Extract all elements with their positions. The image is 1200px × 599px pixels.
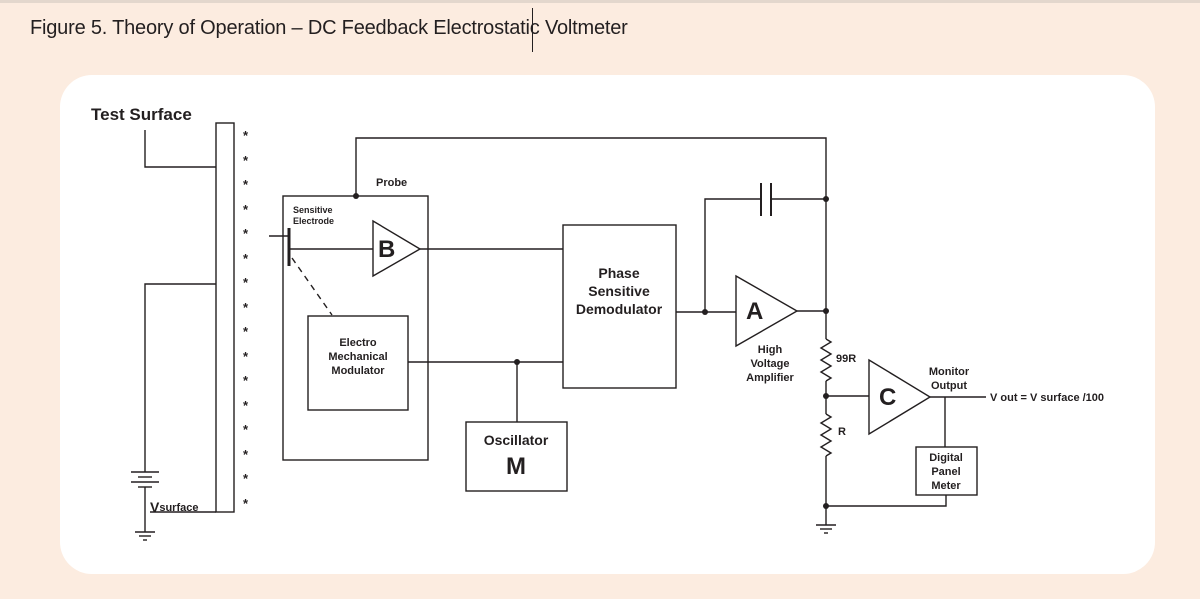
test-surface-leader (144, 130, 216, 168)
battery-icon (131, 471, 159, 488)
hv-amplifier-label-2: Voltage (751, 358, 790, 370)
charge-marker: * (243, 202, 249, 217)
resistor-99r-label: 99R (836, 353, 856, 365)
charge-marker: * (243, 128, 249, 143)
sensitive-electrode-label-2: Electrode (293, 216, 334, 226)
charge-marker: * (243, 398, 249, 413)
demodulator-label-1: Phase (598, 265, 639, 281)
panel-meter-label-3: Meter (931, 480, 961, 492)
monitor-output-label-1: Monitor (929, 366, 970, 378)
charge-marker: * (243, 496, 249, 511)
amplifier-b-label: B (378, 236, 395, 263)
capacitor-icon (760, 183, 772, 216)
resistor-r-label: R (838, 426, 846, 438)
amplifier-c-label: C (879, 384, 896, 411)
charge-marker: * (243, 300, 249, 315)
vout-label: V out = V surface /100 (990, 392, 1104, 404)
resistor-r (819, 413, 833, 457)
hv-amplifier-label-3: Amplifier (746, 372, 794, 384)
figure-title: Figure 5. Theory of Operation – DC Feedb… (30, 17, 628, 39)
charge-marker: * (243, 324, 249, 339)
amplifier-b (372, 219, 422, 278)
sensitive-electrode-label: Sensitive (293, 205, 333, 215)
amplifier-c (868, 358, 932, 436)
top-border (0, 0, 1200, 3)
test-surface-label: Test Surface (91, 105, 192, 124)
charge-marker: * (243, 373, 249, 388)
charge-marker: * (243, 226, 249, 241)
amplifier-a (735, 274, 799, 348)
demodulator-box (562, 224, 677, 389)
monitor-output-label-2: Output (931, 380, 967, 392)
charge-marker: * (243, 177, 249, 192)
test-surface-plate (215, 122, 235, 513)
amplifier-a-label: A (746, 298, 763, 325)
oscillator-label: Oscillator (484, 432, 549, 448)
charge-marker: * (243, 153, 249, 168)
charge-marker: * (243, 251, 249, 266)
junction-dot (353, 193, 359, 199)
feedback-wire (355, 137, 827, 339)
ground-icon-left (135, 531, 155, 541)
modulator-link (291, 257, 333, 316)
ground-icon-right (816, 524, 836, 534)
oscillator-letter: M (506, 453, 526, 480)
modulator-label-2: Mechanical (328, 351, 387, 363)
modulator-box (307, 315, 409, 411)
surface-charges: * * * * * * * * * * * * * * * * (243, 128, 249, 511)
oscillator-box (465, 421, 568, 492)
charge-marker: * (243, 422, 249, 437)
probe-label: Probe (376, 177, 407, 189)
charge-marker: * (243, 447, 249, 462)
vsurface-wire (144, 283, 216, 472)
vsurface-label: Vsurface (150, 499, 198, 515)
panel-meter-label-1: Digital (929, 452, 963, 464)
hv-amplifier-label-1: High (758, 344, 783, 356)
panel-meter-box (915, 446, 978, 496)
text-cursor (532, 8, 533, 52)
charge-marker: * (243, 471, 249, 486)
resistor-99r (819, 338, 833, 382)
demodulator-label-2: Sensitive (588, 283, 650, 299)
modulator-label-3: Modulator (331, 365, 385, 377)
demodulator-label-3: Demodulator (576, 301, 663, 317)
charge-marker: * (243, 275, 249, 290)
modulator-label-1: Electro (339, 337, 377, 349)
charge-marker: * (243, 349, 249, 364)
panel-meter-label-2: Panel (931, 466, 960, 478)
